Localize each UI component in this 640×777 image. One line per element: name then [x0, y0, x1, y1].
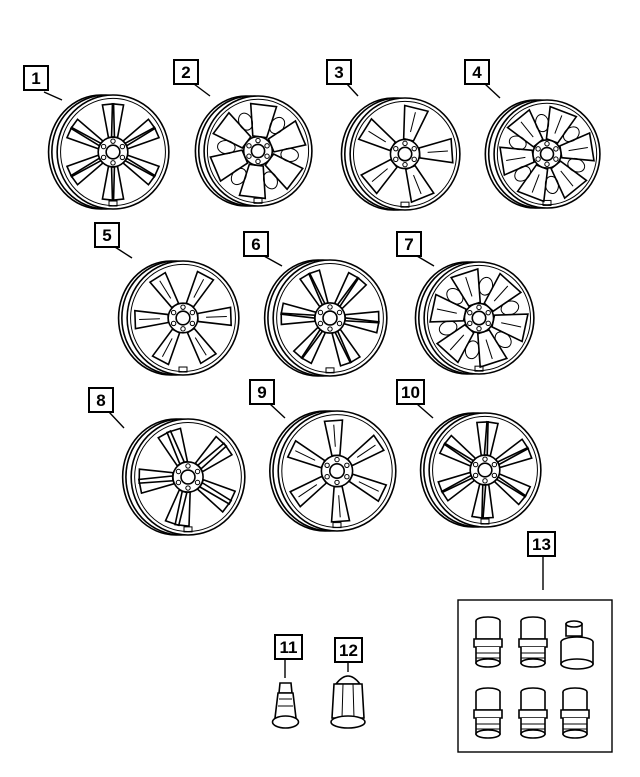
wheel-illustrations: [47, 94, 601, 536]
wheel-7: [414, 261, 535, 375]
wheel-3: [340, 97, 461, 211]
wheel-lock-2: [518, 616, 548, 668]
wheel-lock-4: [518, 687, 548, 739]
callout-number: 3: [334, 63, 343, 82]
leader-line: [269, 403, 286, 419]
leader-line: [114, 246, 133, 259]
callout-number: 7: [404, 235, 413, 254]
wheel-8: [121, 418, 246, 536]
callout-number: 6: [251, 235, 260, 254]
callout-box: [23, 65, 49, 91]
wheel-9: [268, 410, 397, 532]
callout-box: [464, 59, 490, 85]
leader-line: [43, 91, 63, 101]
callout-number: 10: [401, 383, 420, 402]
small-parts-illustrations: [271, 599, 613, 753]
callout-7: 7: [396, 231, 435, 267]
leader-line: [416, 403, 434, 419]
callout-box: [173, 59, 199, 85]
callout-9: 9: [249, 379, 286, 419]
leader-line: [193, 83, 211, 97]
callout-box: [243, 231, 269, 257]
wheel-5: [117, 260, 240, 376]
callout-number: 5: [102, 226, 111, 245]
callout-2: 2: [173, 59, 211, 97]
callout-13: 13: [527, 531, 556, 590]
callout-box: [88, 387, 114, 413]
wheel-lock-kit: [457, 599, 613, 753]
wheel-4: [484, 99, 601, 209]
callout-10: 10: [396, 379, 434, 419]
valve-stem: [271, 682, 300, 729]
callout-number: 13: [532, 535, 551, 554]
leader-line: [108, 411, 125, 429]
leader-line: [416, 255, 435, 267]
callout-number: 8: [96, 391, 105, 410]
callout-4: 4: [464, 59, 501, 99]
callout-1: 1: [23, 65, 63, 101]
callout-number: 1: [31, 69, 40, 88]
callout-box: [396, 231, 422, 257]
wheel-lock-1: [473, 616, 503, 668]
callout-box: [326, 59, 352, 85]
callout-box: [274, 634, 303, 660]
leader-line: [263, 255, 283, 267]
wheel-lock-5: [560, 687, 590, 739]
leader-line: [346, 83, 359, 97]
wheel-lock-key: [560, 620, 594, 670]
callout-5: 5: [94, 222, 133, 259]
callout-3: 3: [326, 59, 359, 97]
wheel-1: [47, 94, 170, 210]
wheel-6: [263, 259, 388, 377]
callout-number: 11: [280, 638, 298, 657]
callout-8: 8: [88, 387, 125, 429]
callout-number: 4: [472, 63, 482, 82]
wheel-2: [194, 95, 313, 207]
callout-box: [396, 379, 425, 405]
callout-number: 9: [257, 383, 266, 402]
callout-12: 12: [334, 637, 363, 672]
wheel-10: [419, 412, 542, 528]
callout-6: 6: [243, 231, 283, 267]
wheel-lock-3: [473, 687, 503, 739]
callout-box: [94, 222, 120, 248]
callout-box: [334, 637, 363, 663]
callout-box: [249, 379, 275, 405]
leader-line: [484, 83, 501, 99]
lug-nut: [330, 675, 366, 729]
callout-number: 2: [181, 63, 190, 82]
callout-11: 11: [274, 634, 303, 678]
callout-number: 12: [339, 641, 358, 660]
callout-box: [527, 531, 556, 557]
